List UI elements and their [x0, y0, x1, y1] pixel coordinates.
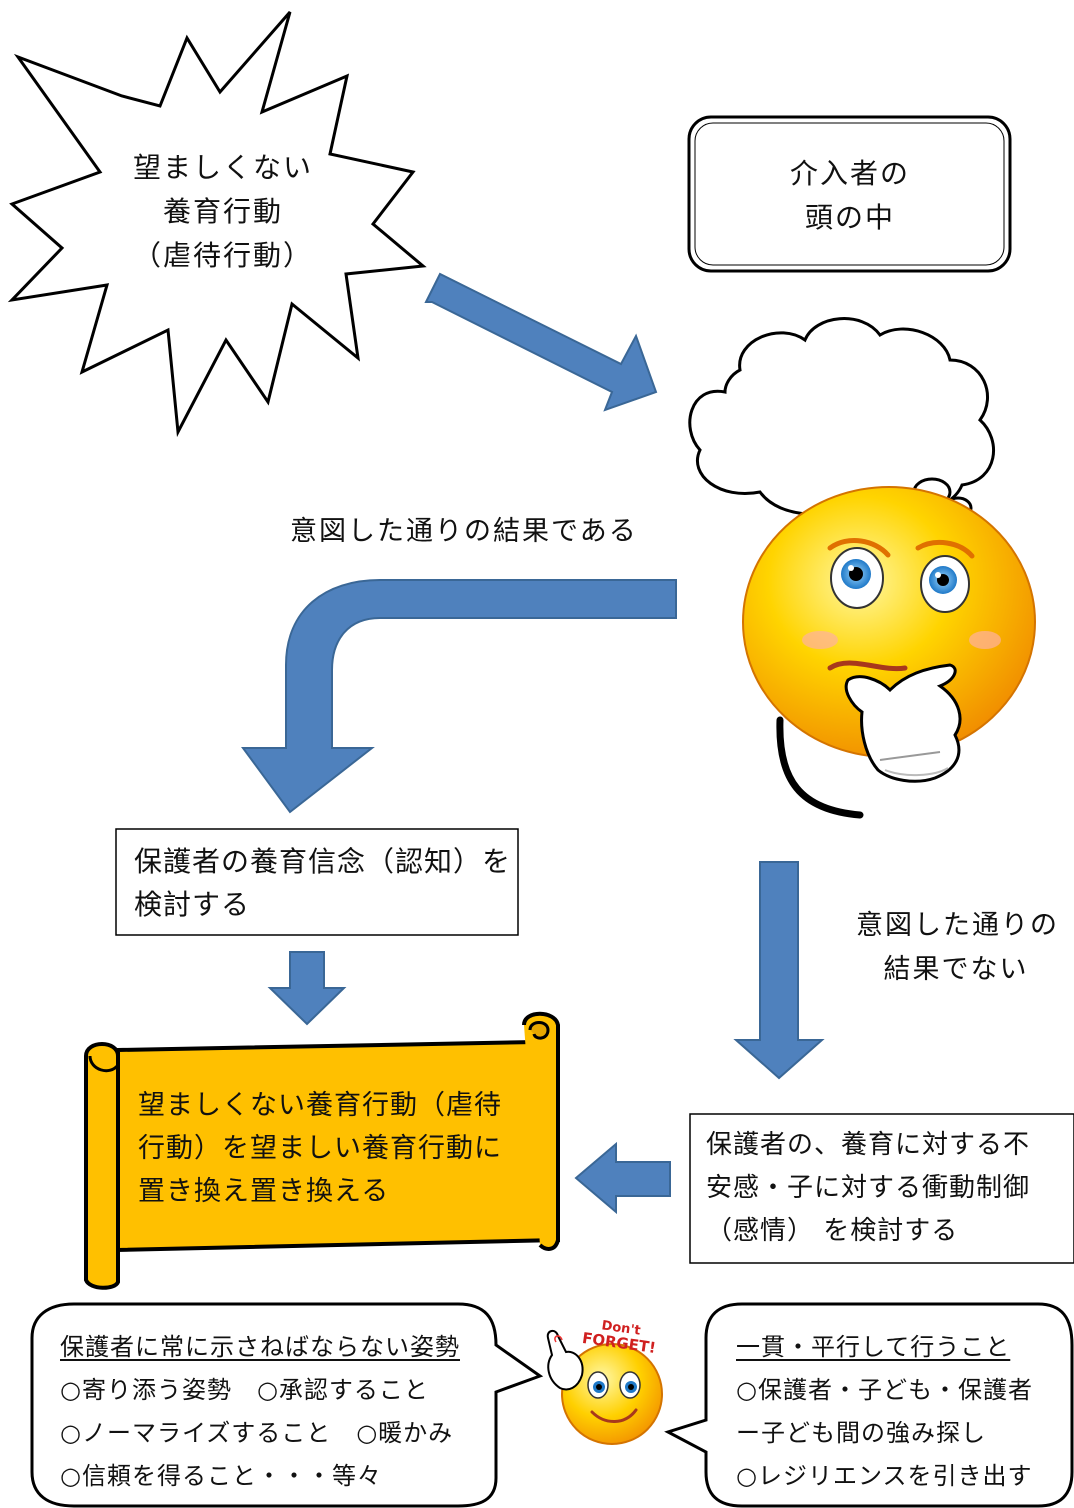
left-bubble-line-1: ○寄り添う姿勢 ○承認すること: [60, 1376, 429, 1404]
anxiety-box-text: 保護者の、養育に対する不 安感・子に対する衝動制御 （感情） を検討する: [706, 1124, 1030, 1253]
diagonal-arrow: [424, 272, 658, 412]
belief-box-text: 保護者の養育信念（認知）を 検討する: [134, 840, 511, 926]
right-bubble-line-1: ○保護者・子ども・保護者: [736, 1376, 1033, 1404]
anxiety-line-1: 保護者の、養育に対する不: [706, 1130, 1031, 1160]
belief-line-1: 保護者の養育信念（認知）を: [134, 845, 512, 878]
scroll-line-3: 置き換え置き換える: [138, 1176, 390, 1207]
right-speech-bubble: [664, 1302, 1074, 1508]
head-box-text: 介入者の 頭の中: [770, 152, 930, 240]
belief-box-frame: [115, 828, 519, 936]
label-not-intended: 意図した通りの 結果でない: [856, 904, 1059, 992]
scroll-line-1: 望ましくない養育行動（虐待: [138, 1090, 502, 1121]
head-box-line-1: 介入者の: [789, 157, 910, 190]
label-intended: 意図した通りの結果である: [290, 516, 638, 547]
anxiety-line-3: （感情） を検討する: [706, 1216, 959, 1246]
right-bubble-text: 一貫・平行して行うこと ○保護者・子ども・保護者 ー子ども間の強み探し ○レジリ…: [736, 1326, 1033, 1498]
left-bubble-line-2: ○ノーマライズすること ○暖かみ: [60, 1419, 454, 1447]
right-bubble-heading: 一貫・平行して行うこと: [736, 1333, 1011, 1361]
scroll-banner: [84, 1011, 560, 1290]
label-not-intended-line-1: 意図した通りの: [856, 910, 1059, 941]
anxiety-line-2: 安感・子に対する衝動制御: [706, 1173, 1031, 1203]
thinking-face-icon: [742, 486, 1036, 819]
left-bubble-text: 保護者に常に示さねばならない姿勢 ○寄り添う姿勢 ○承認すること ○ノーマライズ…: [60, 1326, 460, 1498]
left-bubble-line-3: ○信頼を得ること・・・等々: [60, 1462, 382, 1490]
burst-line-3: （虐待行動）: [132, 239, 313, 272]
label-not-intended-line-2: 結果でない: [883, 954, 1029, 985]
left-arrow: [574, 1141, 671, 1215]
burst-line-1: 望ましくない: [132, 151, 313, 184]
thought-cloud: [688, 317, 995, 520]
dont-forget-face-icon: [546, 1330, 663, 1445]
left-speech-bubble: [30, 1302, 544, 1508]
long-down-arrow: [733, 861, 825, 1080]
right-bubble-line-3: ○レジリエンスを引き出す: [736, 1462, 1033, 1490]
explosion-burst-shape: [7, 11, 427, 438]
head-box-line-2: 頭の中: [804, 201, 895, 234]
burst-text: 望ましくない 養育行動 （虐待行動）: [128, 146, 318, 278]
burst-line-2: 養育行動: [162, 195, 283, 228]
anxiety-box-frame: [689, 1113, 1074, 1264]
scroll-line-2: 行動）を望ましい養育行動に: [138, 1133, 502, 1164]
curved-arrow: [241, 579, 677, 814]
left-bubble-heading: 保護者に常に示さねばならない姿勢: [60, 1333, 460, 1361]
scroll-text: 望ましくない養育行動（虐待 行動）を望ましい養育行動に 置き換え置き換える: [138, 1084, 502, 1213]
right-bubble-line-2: ー子ども間の強み探し: [736, 1419, 986, 1447]
small-down-arrow: [267, 951, 347, 1026]
belief-line-2: 検討する: [134, 888, 251, 921]
head-box-frame: [687, 115, 1012, 273]
